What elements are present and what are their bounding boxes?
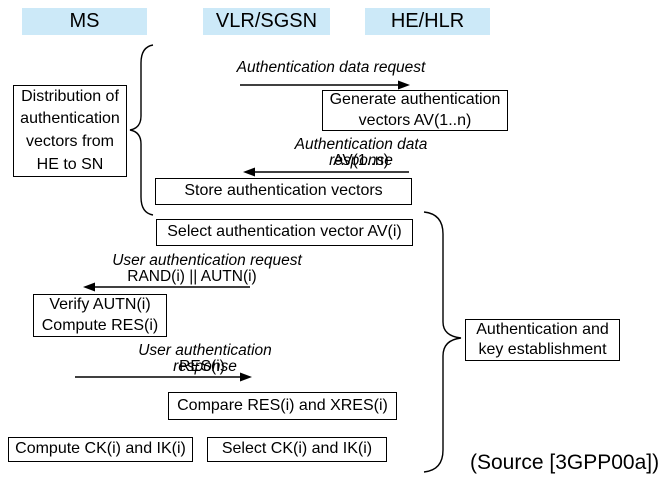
compare-res-xres-box: Compare RES(i) and XRES(i) <box>168 392 397 420</box>
user-auth-request-arrow-left <box>83 282 250 292</box>
column-header-he-hlr: HE/HLR <box>365 8 490 35</box>
auth-data-request-arrow-right <box>240 80 410 90</box>
auth-data-request-label: Authentication data request <box>236 59 426 76</box>
auth-data-response-arrow-left <box>243 167 409 177</box>
user-auth-response-arrow-right <box>75 372 252 382</box>
select-auth-vector-box: Select authentication vector AV(i) <box>156 219 413 246</box>
auth-key-establishment-box: Authentication and key establishment <box>465 319 620 361</box>
user-auth-response-payload: RES(i) <box>179 358 225 375</box>
left-curly-brace <box>129 44 154 216</box>
generate-auth-vectors-box: Generate authentication vectors AV(1..n) <box>322 90 508 131</box>
user-auth-request-payload: RAND(i) || AUTN(i) <box>127 268 257 285</box>
user-auth-response-label: User authentication response <box>138 342 272 376</box>
auth-data-response-payload: AV(1..n) <box>333 152 389 169</box>
auth-data-response-label: Authentication data response <box>294 136 428 170</box>
distribution-annotation-box: Distribution of authentication vectors f… <box>13 85 127 177</box>
source-citation: (Source [3GPP00a]) <box>470 451 660 474</box>
column-header-ms: MS <box>22 8 147 35</box>
column-header-vlr-sgsn: VLR/SGSN <box>203 8 330 35</box>
compute-ck-ik-box: Compute CK(i) and IK(i) <box>8 437 193 462</box>
user-auth-request-label: User authentication request <box>112 252 302 269</box>
select-ck-ik-box: Select CK(i) and IK(i) <box>207 437 387 462</box>
store-auth-vectors-box: Store authentication vectors <box>155 178 412 205</box>
verify-autn-compute-res-box: Verify AUTN(i) Compute RES(i) <box>33 294 167 337</box>
right-curly-brace <box>423 211 462 473</box>
